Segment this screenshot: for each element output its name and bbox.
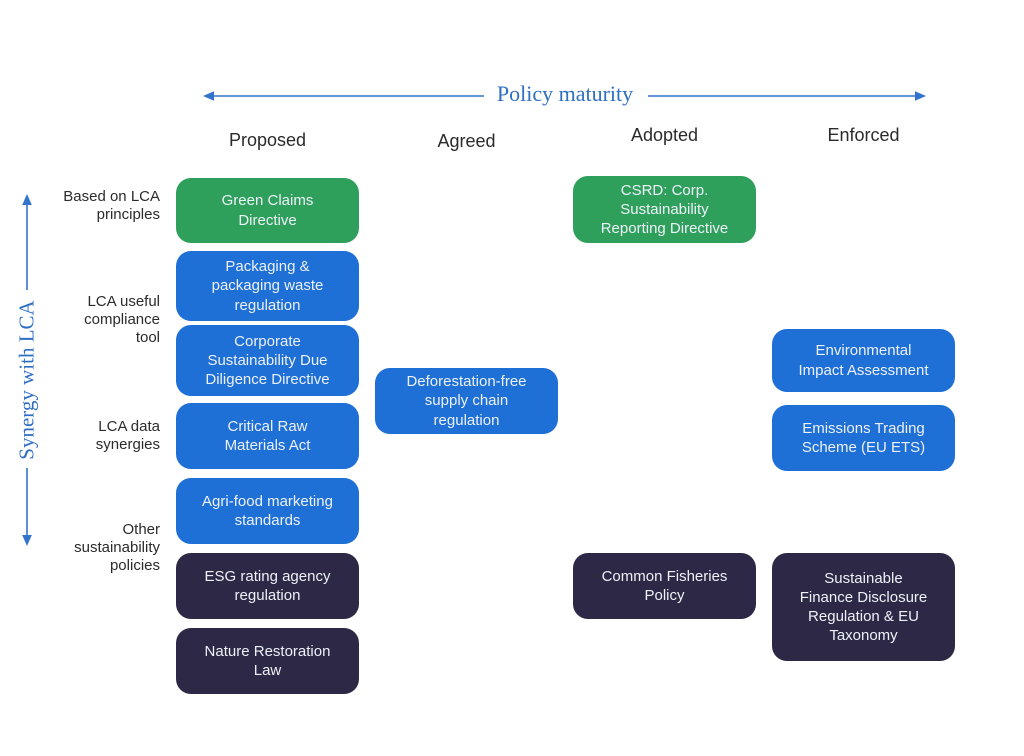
x-axis-title: Policy maturity [496, 81, 634, 106]
policy-box-nature-restoration-law: Nature Restoration Law [176, 628, 359, 694]
column-header-agreed: Agreed [437, 131, 496, 151]
policy-box-agri-food-marketing-standards: Agri-food marketing standards [176, 478, 359, 544]
policy-box-emissions-trading-scheme: Emissions Trading Scheme (EU ETS) [772, 405, 955, 471]
x-axis-arrow [203, 91, 926, 101]
row-label-based-on-lca: Based on LCA principles [63, 188, 160, 223]
policy-box-csrd: CSRD: Corp. Sustainability Reporting Dir… [573, 176, 756, 243]
row-label-lca-data: LCA data synergies [95, 418, 160, 453]
y-axis-arrow [22, 194, 32, 546]
policy-box-packaging-waste-regulation: Packaging & packaging waste regulation [176, 251, 359, 321]
policy-box-corporate-sustainability-due-diligence-directive: Corporate Sustainability Due Diligence D… [176, 325, 359, 396]
column-header-enforced: Enforced [827, 125, 900, 145]
policy-box-deforestation-free-supply-chain-regulation: Deforestation-free supply chain regulati… [375, 368, 558, 434]
policy-box-critical-raw-materials-act: Critical Raw Materials Act [176, 403, 359, 469]
row-label-lca-useful: LCA useful compliance tool [84, 293, 160, 346]
column-header-proposed: Proposed [228, 130, 307, 150]
row-label-other: Other sustainability policies [74, 521, 160, 574]
policy-box-esg-rating-agency-regulation: ESG rating agency regulation [176, 553, 359, 619]
policy-box-common-fisheries-policy: Common Fisheries Policy [573, 553, 756, 619]
policy-box-green-claims-directive: Green Claims Directive [176, 178, 359, 243]
column-header-adopted: Adopted [630, 125, 699, 145]
policy-box-environmental-impact-assessment: Environmental Impact Assessment [772, 329, 955, 392]
policy-box-sfdr-eu-taxonomy: Sustainable Finance Disclosure Regulatio… [772, 553, 955, 661]
